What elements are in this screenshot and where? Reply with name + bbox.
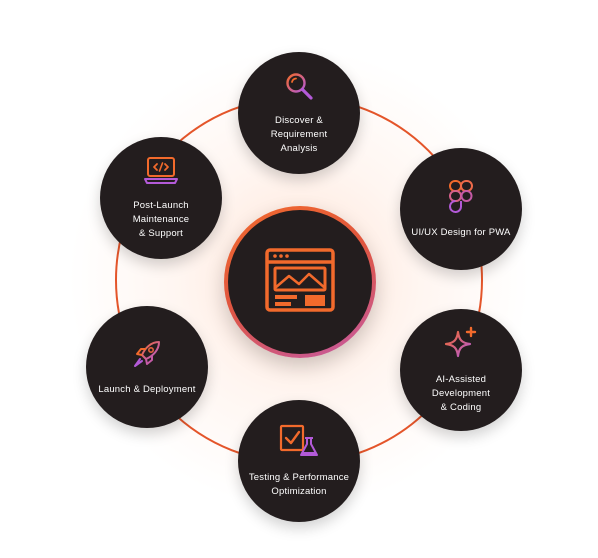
step-label: Testing & Performance Optimization: [248, 471, 350, 497]
step-label: Post-Launch Maintenance & Support: [132, 199, 190, 239]
sparkle-icon: [444, 326, 478, 365]
laptop-code-icon: [143, 156, 179, 191]
step-label: Launch & Deployment: [98, 383, 196, 395]
magnifier-icon: [284, 71, 314, 106]
step-label: UI/UX Design for PWA: [411, 226, 511, 238]
checkbox-flask-icon: [279, 424, 319, 463]
browser-window-image-icon: [265, 247, 335, 317]
step-ai-assisted-development: AI-Assisted Development & Coding: [400, 309, 522, 431]
hub-circle: [224, 206, 376, 358]
step-uiux-design: UI/UX Design for PWA: [400, 148, 522, 270]
step-testing-performance: Testing & Performance Optimization: [238, 400, 360, 522]
step-discover-requirement: Discover & Requirement Analysis: [238, 52, 360, 174]
step-label: AI-Assisted Development & Coding: [431, 373, 491, 413]
rocket-icon: [131, 338, 163, 375]
step-post-launch-maintenance: Post-Launch Maintenance & Support: [100, 137, 222, 259]
step-label: Discover & Requirement Analysis: [270, 114, 328, 154]
step-launch-deployment: Launch & Deployment: [86, 306, 208, 428]
figma-icon: [448, 179, 474, 218]
